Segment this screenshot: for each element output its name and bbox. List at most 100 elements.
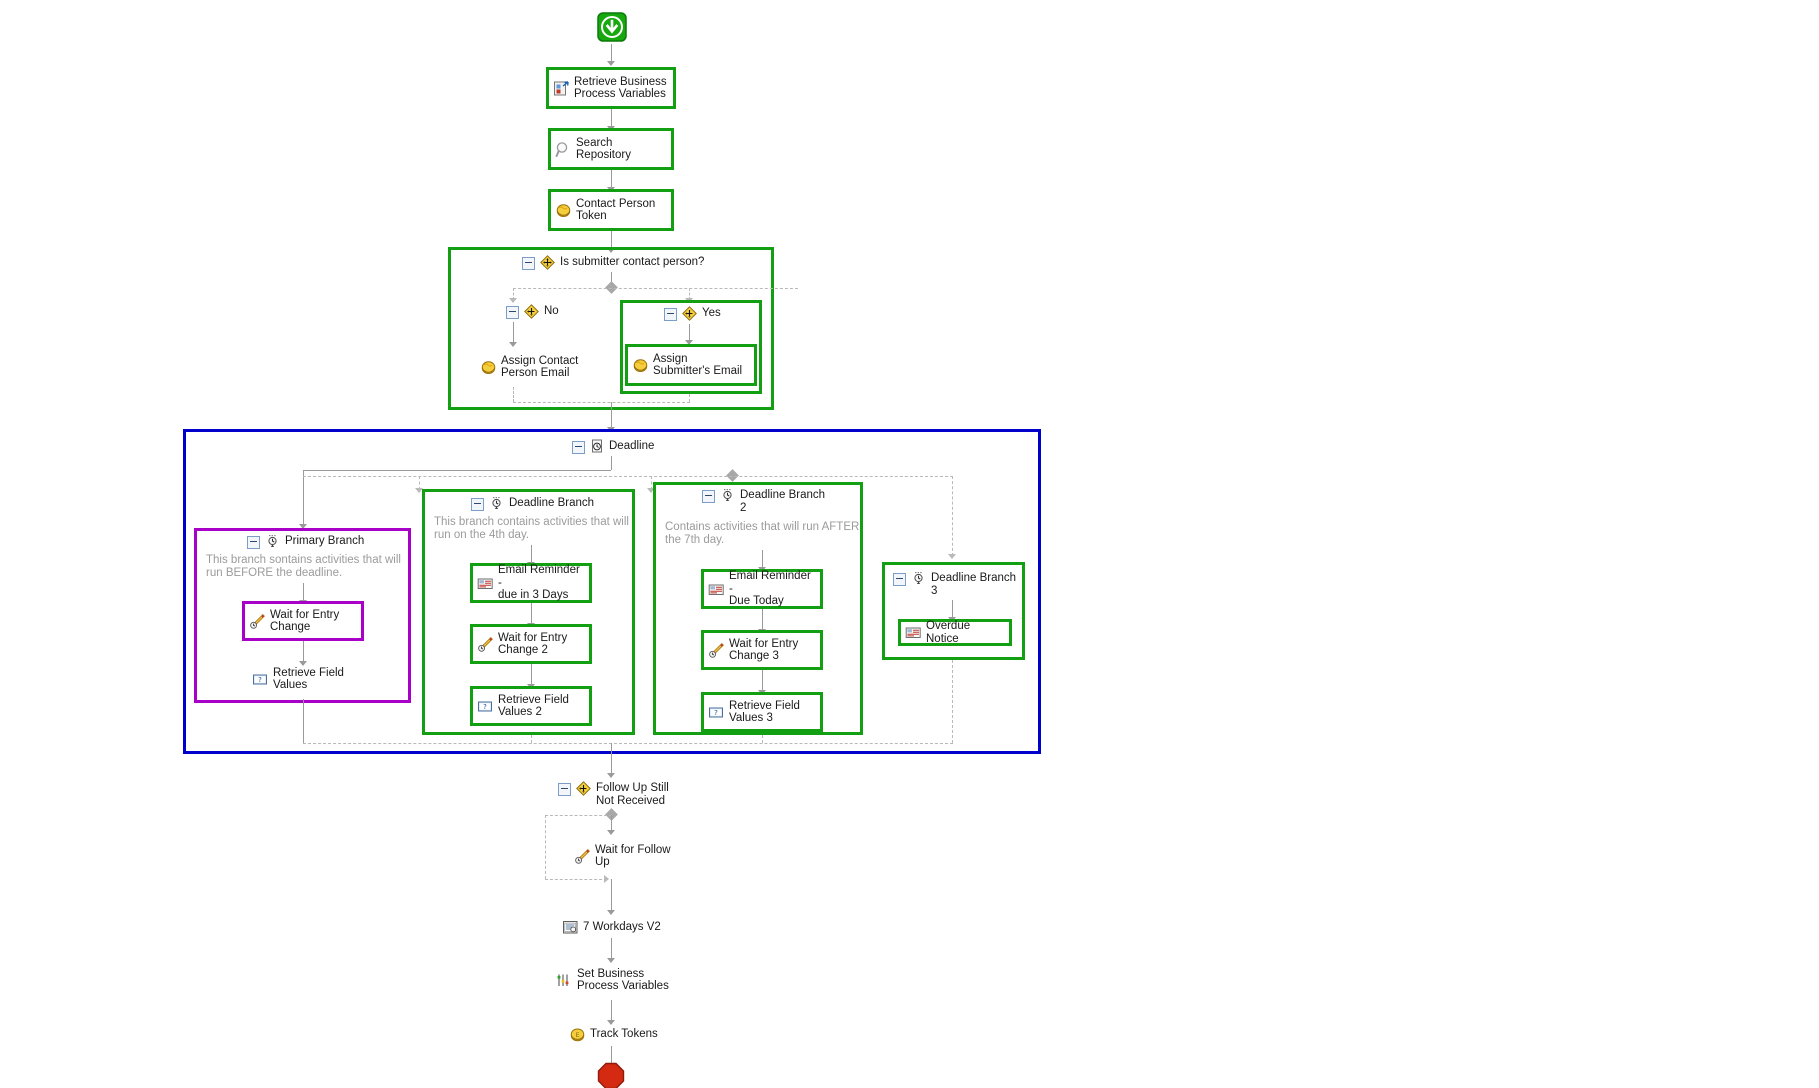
activity-label: Wait for Entry Change 3 (729, 637, 799, 663)
retrieve-field-icon: ? (252, 671, 269, 688)
stop-octagon-icon (597, 1062, 625, 1088)
deadline-branch-1-header[interactable]: Deadline Branch (471, 497, 594, 511)
token-coin-icon (480, 359, 497, 376)
follow-up-label: Follow Up Still Not Received (596, 782, 669, 807)
deadline-branch-2-header[interactable]: Deadline Branch 2 (702, 489, 825, 514)
condition-header[interactable]: Is submitter contact person? (522, 255, 704, 270)
branch-clock-icon (265, 534, 280, 549)
decision-diamond-icon (524, 304, 539, 319)
deadline-branch-3-header[interactable]: Deadline Branch 3 (893, 572, 1016, 597)
deadline-label: Deadline (609, 440, 655, 452)
branch-clock-icon (911, 571, 926, 586)
svg-text:?: ? (483, 703, 487, 711)
condition-branch-yes-container[interactable] (620, 300, 762, 394)
branch-label: Yes (702, 307, 721, 319)
branch-label: Deadline Branch 3 (931, 572, 1017, 597)
wait-pencil-clock-icon (477, 636, 494, 653)
collapse-toggle-icon[interactable] (702, 490, 715, 503)
activity-label: Retrieve Field Values 3 (729, 699, 800, 725)
branch-clock-icon (720, 488, 735, 503)
deadline-branch-primary-container[interactable] (194, 528, 411, 703)
activity-set-business-process-variables[interactable]: Set Business Process Variables (552, 960, 698, 1000)
follow-up-header[interactable]: Follow Up Still Not Received (558, 781, 669, 807)
collapse-toggle-icon[interactable] (247, 536, 260, 549)
activity-track-tokens[interactable]: E Track Tokens (565, 1022, 695, 1046)
email-icon (708, 581, 725, 598)
activity-search-repository[interactable]: Search Repository (548, 128, 674, 170)
deadline-header[interactable]: Deadline (572, 439, 655, 454)
activity-label: Assign Submitter's Email (653, 352, 743, 378)
condition-branch-no-header[interactable]: No (506, 304, 559, 319)
start-arrow-down-icon (597, 12, 627, 42)
activity-retrieve-field-values-3[interactable]: ? Retrieve Field Values 3 (701, 692, 823, 732)
activity-label: Set Business Process Variables (577, 967, 669, 993)
retrieve-field-icon: ? (708, 704, 725, 721)
activity-label: Wait for Follow Up (595, 843, 671, 869)
activity-label: Retrieve Business Process Variables (574, 75, 667, 101)
collapse-toggle-icon[interactable] (558, 783, 571, 796)
email-icon (905, 624, 922, 641)
decision-diamond-icon (576, 781, 591, 796)
activity-retrieve-field-values[interactable]: ? Retrieve Field Values (248, 659, 372, 699)
svg-text:E: E (575, 1031, 579, 1039)
activity-label: Wait for Entry Change (270, 608, 340, 634)
condition-branch-yes-header[interactable]: Yes (664, 306, 721, 321)
email-icon (477, 575, 494, 592)
activity-email-reminder-due-in-3-days[interactable]: Email Reminder - due in 3 Days (470, 563, 592, 603)
deadline-branch-2-description: Contains activities that will run AFTER … (665, 521, 860, 546)
activity-label: Retrieve Field Values (273, 666, 344, 692)
branch-label: Deadline Branch 2 (740, 489, 826, 514)
activity-label: Search Repository (576, 136, 631, 162)
retrieve-variables-icon (553, 80, 570, 97)
deadline-branch-3-container[interactable] (882, 562, 1025, 660)
collapse-toggle-icon[interactable] (572, 441, 585, 454)
collapse-toggle-icon[interactable] (471, 498, 484, 511)
activity-assign-submitters-email[interactable]: Assign Submitter's Email (625, 344, 757, 386)
token-coin-icon (555, 202, 572, 219)
start-node[interactable] (597, 12, 627, 47)
decision-diamond-icon (540, 255, 555, 270)
activity-contact-person-token[interactable]: Contact Person Token (548, 189, 674, 231)
activity-wait-for-entry-change-2[interactable]: Wait for Entry Change 2 (470, 624, 592, 664)
activity-retrieve-business-process-variables[interactable]: Retrieve Business Process Variables (546, 67, 676, 109)
svg-text:?: ? (714, 709, 718, 717)
collapse-toggle-icon[interactable] (522, 257, 535, 270)
activity-wait-for-follow-up[interactable]: Wait for Follow Up (570, 836, 694, 876)
activity-label: Retrieve Field Values 2 (498, 693, 569, 719)
branch-label: Primary Branch (285, 535, 365, 547)
collapse-toggle-icon[interactable] (506, 306, 519, 319)
deadline-clock-icon (590, 439, 604, 453)
deadline-branch-1-description: This branch contains activities that wil… (434, 516, 629, 541)
activity-label: Contact Person Token (576, 197, 656, 223)
deadline-container[interactable] (183, 429, 1041, 754)
activity-wait-for-entry-change-3[interactable]: Wait for Entry Change 3 (701, 630, 823, 670)
activity-assign-contact-person-email[interactable]: Assign Contact Person Email (476, 347, 606, 387)
activity-label: Assign Contact Person Email (501, 354, 579, 380)
activity-email-reminder-due-today[interactable]: Email Reminder - Due Today (701, 569, 823, 609)
set-variables-icon (556, 972, 573, 989)
stop-node[interactable] (597, 1062, 625, 1088)
magnifier-icon (555, 141, 572, 158)
svg-text:?: ? (258, 676, 262, 684)
track-token-coin-icon: E (569, 1026, 586, 1043)
branch-label: No (544, 305, 559, 317)
activity-overdue-notice[interactable]: Overdue Notice (898, 619, 1012, 646)
collapse-toggle-icon[interactable] (664, 308, 677, 321)
wait-pencil-clock-icon (249, 613, 266, 630)
activity-label: Track Tokens (590, 1027, 658, 1040)
activity-7-workdays-v2[interactable]: 7 Workdays V2 (558, 916, 698, 938)
token-coin-icon (632, 357, 649, 374)
deadline-branch-1-container[interactable] (422, 489, 635, 735)
activity-retrieve-field-values-2[interactable]: ? Retrieve Field Values 2 (470, 686, 592, 726)
deadline-branch-2-container[interactable] (653, 482, 863, 735)
deadline-branch-primary-header[interactable]: Primary Branch (247, 535, 364, 549)
collapse-toggle-icon[interactable] (893, 573, 906, 586)
decision-diamond-icon (682, 306, 697, 321)
retrieve-field-icon: ? (477, 698, 494, 715)
activity-label: Email Reminder - due in 3 Days (498, 564, 580, 602)
branch-label: Deadline Branch (509, 497, 595, 509)
activity-wait-for-entry-change[interactable]: Wait for Entry Change (242, 601, 364, 641)
activity-label: Wait for Entry Change 2 (498, 631, 568, 657)
wait-pencil-clock-icon (708, 642, 725, 659)
